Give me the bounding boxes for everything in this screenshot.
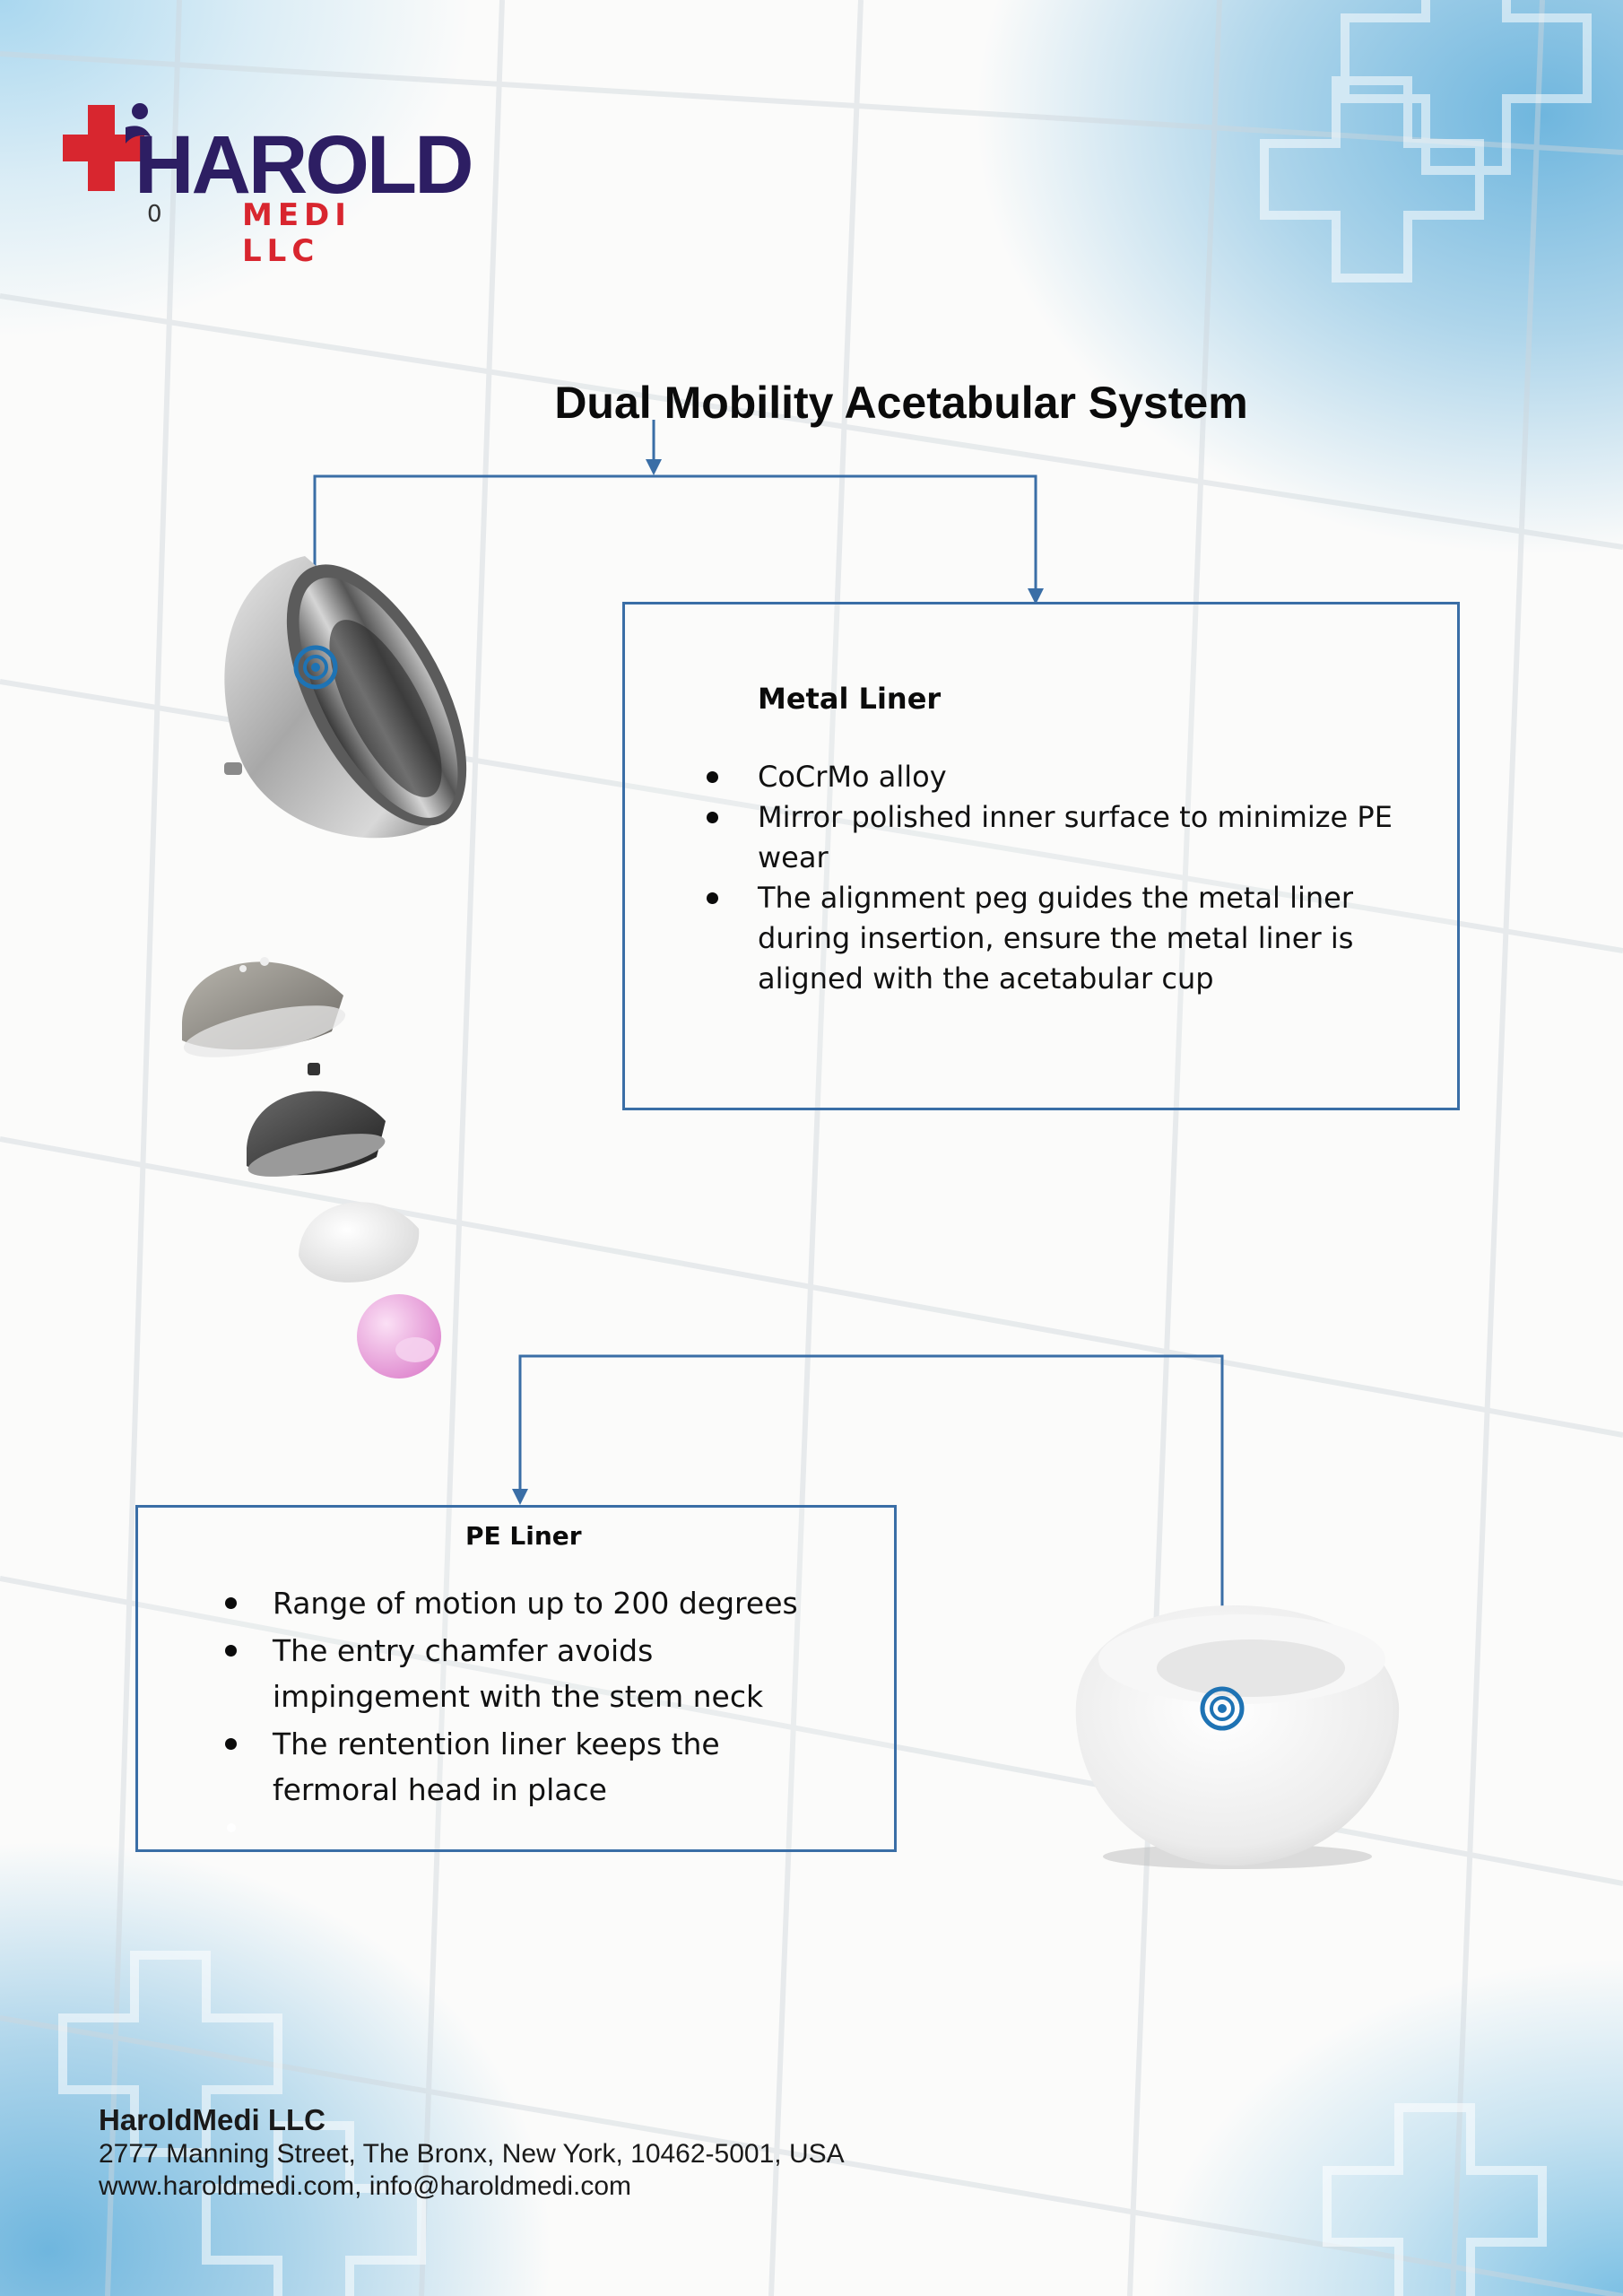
list-item: CoCrMo alloy bbox=[707, 757, 1421, 797]
metal-liner-heading: Metal Liner bbox=[758, 682, 942, 716]
logo-wordmark: HAROLD bbox=[135, 119, 474, 211]
medical-cross-icon bbox=[63, 103, 151, 191]
metal-liner-cup-image bbox=[224, 556, 467, 839]
metal-liner-feature-list: CoCrMo alloy Mirror polished inner surfa… bbox=[707, 757, 1421, 999]
list-item: The entry chamfer avoids impingement wit… bbox=[225, 1628, 829, 1719]
logo-subtitle: MEDI LLC bbox=[242, 197, 352, 269]
pe-liner-arrowhead bbox=[512, 1489, 528, 1505]
company-logo: HAROLD MEDI LLC 0 bbox=[63, 100, 474, 269]
footer-company-name: HaroldMedi LLC bbox=[99, 2103, 325, 2136]
list-item: The rentention liner keeps the fermoral … bbox=[225, 1721, 829, 1813]
list-item: Mirror polished inner surface to minimiz… bbox=[707, 797, 1421, 878]
page-footer: HaroldMedi LLC 2777 Manning Street, The … bbox=[99, 2103, 845, 2202]
metal-liner-callout-box: Metal Liner CoCrMo alloy Mirror polished… bbox=[622, 602, 1460, 1110]
footer-contact: www.haroldmedi.com, info@haroldmedi.com bbox=[99, 2171, 632, 2201]
pe-liner-feature-list: Range of motion up to 200 degrees The en… bbox=[225, 1580, 829, 1814]
pe-liner-heading: PE Liner bbox=[465, 1521, 582, 1551]
empty-bullet-marker bbox=[227, 1823, 236, 1832]
callout-target-icon bbox=[1200, 1686, 1245, 1731]
footer-address: 2777 Manning Street, The Bronx, New York… bbox=[99, 2139, 845, 2169]
exploded-component-stack-image bbox=[182, 957, 441, 1378]
callout-target-icon bbox=[293, 645, 338, 690]
list-item: Range of motion up to 200 degrees bbox=[225, 1580, 829, 1626]
logo-stray-mark: 0 bbox=[147, 201, 162, 228]
pe-liner-image bbox=[1075, 1605, 1400, 1869]
title-arrowhead bbox=[646, 459, 662, 475]
pe-liner-callout-box: PE Liner Range of motion up to 200 degre… bbox=[135, 1505, 897, 1852]
list-item: The alignment peg guides the metal liner… bbox=[707, 878, 1421, 999]
page-title: Dual Mobility Acetabular System bbox=[554, 378, 1248, 428]
